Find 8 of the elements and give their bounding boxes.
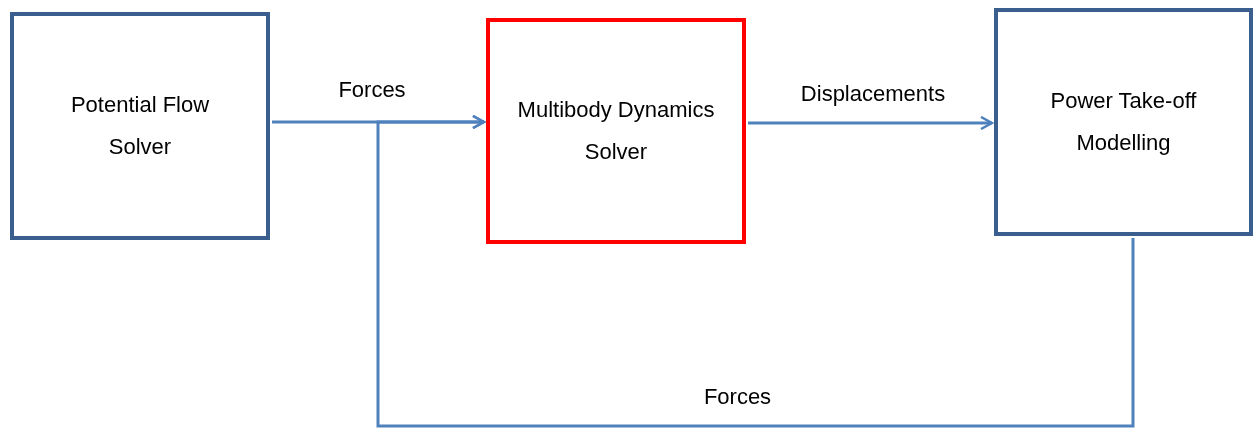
box-label: Multibody Dynamics Solver [516,96,716,166]
box-label: Potential Flow Solver [69,91,211,161]
box-label: Power Take-off Modelling [1049,87,1198,157]
arrow [376,114,1135,428]
process-box [486,18,746,244]
process-box [994,8,1253,236]
arrow [748,115,994,131]
process-box [10,12,270,240]
